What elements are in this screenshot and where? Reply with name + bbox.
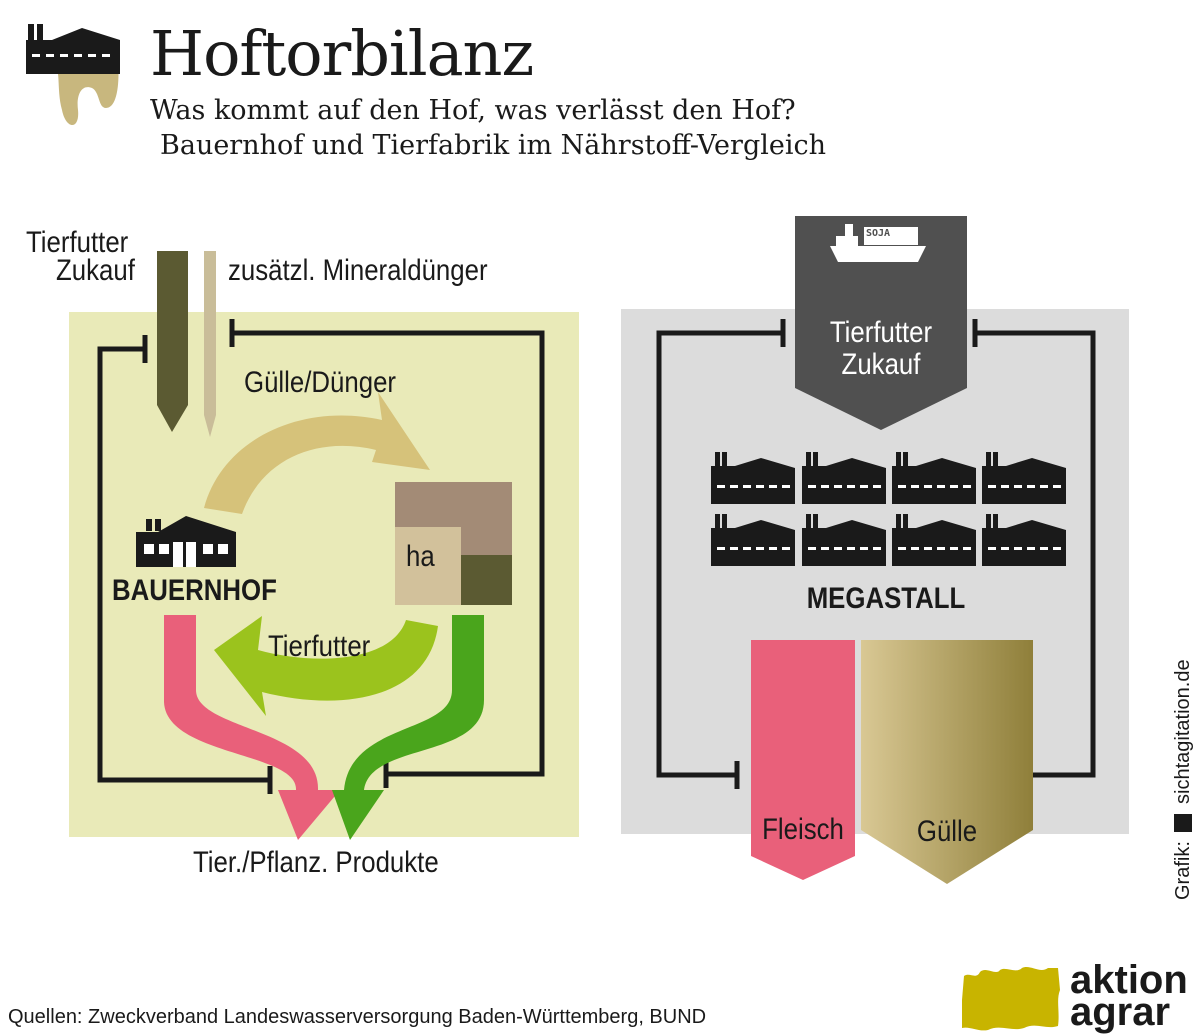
soy-ship-icon xyxy=(830,224,926,262)
farm-feed-purchase-label-2: Zukauf xyxy=(56,254,135,287)
graphic-credit: Grafik: sichtagitation.de xyxy=(1172,640,1200,900)
manure-arrow-label: Gülle/Dünger xyxy=(244,366,397,399)
mineral-fertilizer-arrow xyxy=(204,251,216,437)
sources: Quellen: Zweckverband Landeswasserversor… xyxy=(8,1006,707,1028)
megastall-feed-purchase-label-1: Tierfutter xyxy=(829,316,933,349)
factory-icon xyxy=(711,514,795,566)
brand-line-1: aktion xyxy=(1070,958,1188,1002)
farm-house-icon xyxy=(136,516,236,567)
page-title: Hoftorbilanz xyxy=(150,17,534,90)
credit-site: sichtagitation.de xyxy=(1172,659,1194,804)
megastall-feed-purchase-label-2: Zukauf xyxy=(841,348,921,381)
feed-purchase-arrow xyxy=(157,251,188,432)
credit-square-icon xyxy=(1174,813,1192,832)
mineral-fertilizer-label: zusätzl. Mineraldünger xyxy=(228,254,488,287)
factory-grid xyxy=(711,452,1066,566)
factory-icon xyxy=(892,452,976,504)
factory-icon xyxy=(892,514,976,566)
farm-feed-purchase-label-1: Tierfutter xyxy=(26,226,129,259)
factory-icon xyxy=(982,452,1066,504)
subtitle-line-1: Was kommt auf den Hof, was verlässt den … xyxy=(150,95,796,126)
megastall-label: MEGASTALL xyxy=(806,582,966,615)
megastall-feed-purchase-arrow xyxy=(795,216,967,430)
manure-output-arrow xyxy=(861,640,1033,884)
meat-output-arrow xyxy=(751,640,855,880)
ship-cargo-label: SOJA xyxy=(866,228,891,239)
farm-cycle-line xyxy=(97,319,545,794)
field-label: ha xyxy=(406,540,435,573)
aktion-agrar-logo-icon xyxy=(962,967,1060,1031)
factory-icon xyxy=(711,452,795,504)
factory-icon xyxy=(802,514,886,566)
factory-drip-logo-icon xyxy=(26,24,120,125)
products-label: Tier./Pflanz. Produkte xyxy=(193,846,439,879)
field-plot xyxy=(395,482,512,605)
farm-label: BAUERNHOF xyxy=(112,574,277,607)
meat-output-label: Fleisch xyxy=(762,813,844,846)
manure-arrow xyxy=(204,392,430,514)
plant-products-arrow xyxy=(332,615,484,840)
brand-line-2: agrar xyxy=(1070,990,1171,1034)
manure-output-label: Gülle xyxy=(916,815,978,848)
feed-arrow-label: Tierfutter xyxy=(268,630,371,663)
factory-icon xyxy=(802,452,886,504)
factory-icon xyxy=(982,514,1066,566)
animal-products-arrow xyxy=(164,615,340,840)
feed-arrow xyxy=(214,616,438,716)
subtitle-line-2: Bauernhof und Tierfabrik im Nährstoff-Ve… xyxy=(160,130,826,161)
credit-prefix: Grafik: xyxy=(1172,841,1194,900)
